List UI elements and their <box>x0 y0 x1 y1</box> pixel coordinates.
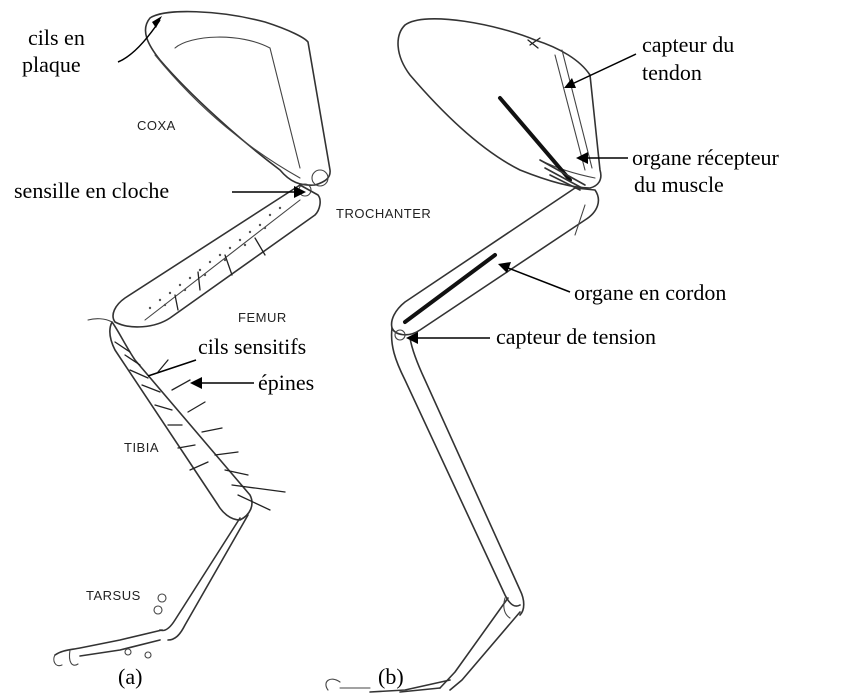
label-organe-recepteur-line1: organe récepteur <box>632 145 779 170</box>
segment-trochanter: TROCHANTER <box>336 206 431 221</box>
arrow-cils-en-plaque <box>118 20 160 62</box>
segment-femur: FEMUR <box>238 310 287 325</box>
arrowhead-epines <box>190 377 202 389</box>
arrow-capteur-du-tendon <box>572 54 636 84</box>
arrow-cils-sensitifs <box>148 360 196 376</box>
arrowhead-cils-en-plaque <box>152 16 162 28</box>
label-cils-en-plaque-line1: cils en <box>28 25 85 50</box>
label-organe-recepteur-line2: du muscle <box>634 172 724 197</box>
label-cils-sensitifs: cils sensitifs <box>198 334 306 359</box>
label-capteur-de-tension: capteur de tension <box>496 324 656 349</box>
leg-b-drawing <box>326 19 601 692</box>
caption-a: (a) <box>118 664 142 689</box>
arrowhead-organe-recepteur <box>576 152 588 164</box>
arrow-organe-en-cordon <box>508 268 570 292</box>
label-organe-en-cordon: organe en cordon <box>574 280 726 305</box>
segment-coxa: COXA <box>137 118 176 133</box>
label-capteur-du-tendon-line2: tendon <box>642 60 702 85</box>
femur-hair-dots <box>149 207 281 309</box>
label-sensille-en-cloche: sensille en cloche <box>14 178 169 203</box>
label-cils-en-plaque-line2: plaque <box>22 52 81 77</box>
segment-tarsus: TARSUS <box>86 588 141 603</box>
caption-b: (b) <box>378 664 404 689</box>
segment-tibia: TIBIA <box>124 440 159 455</box>
label-capteur-du-tendon-line1: capteur du <box>642 32 734 57</box>
label-epines: épines <box>258 370 314 395</box>
